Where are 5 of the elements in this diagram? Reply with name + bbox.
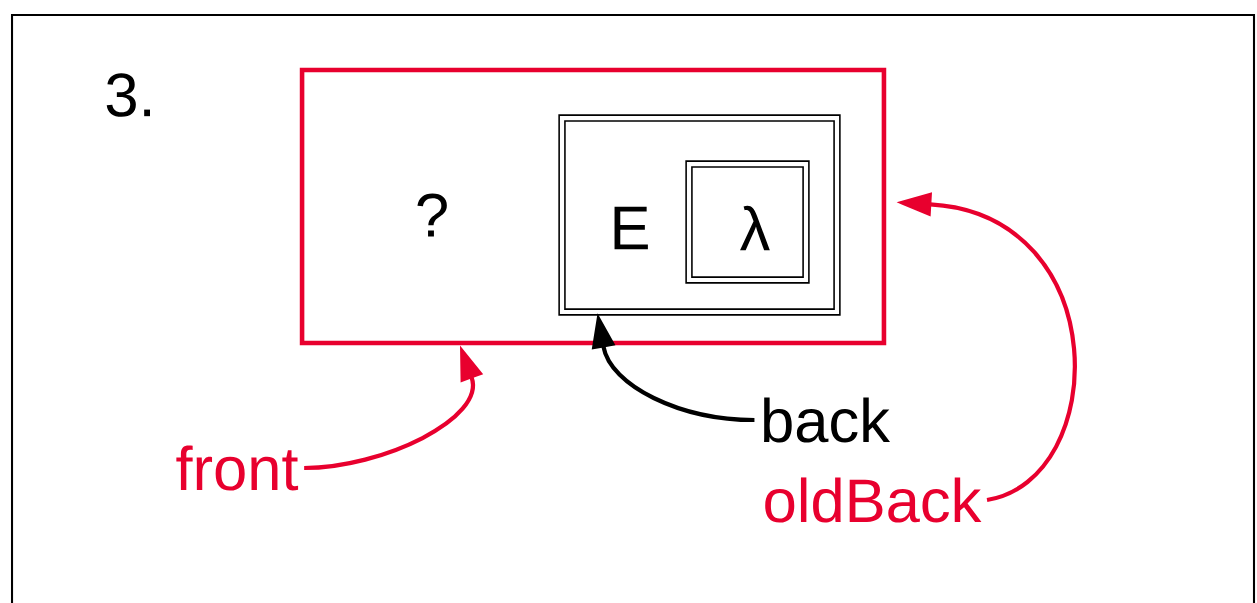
pointer-label: front [176,445,299,491]
pointer-label: oldBack [765,477,982,523]
double-box: λ [685,160,810,284]
pointer-label: back [764,397,890,443]
step-number: 3. [106,73,150,117]
